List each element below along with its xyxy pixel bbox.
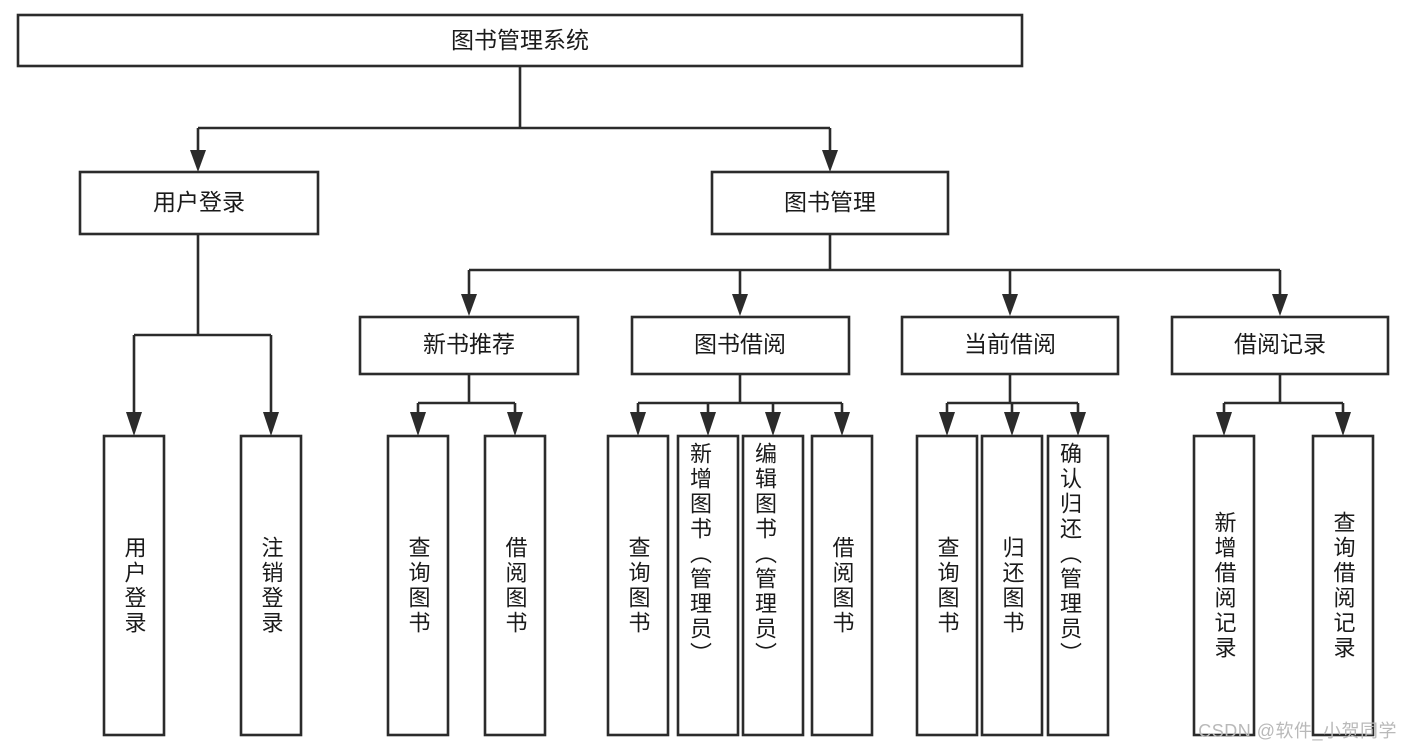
- arrowhead-newbook: [461, 294, 477, 316]
- node-book-borrow-label: 图书借阅: [694, 331, 786, 357]
- arrowhead-bookborrow-leaf4: [834, 412, 850, 436]
- arrowhead-currentborrow: [1002, 294, 1018, 316]
- node-user-login[interactable]: 用户登录: [78, 170, 320, 236]
- leaf-bookborrow-edit-box[interactable]: [741, 434, 805, 737]
- leaf-newbook-borrow-box[interactable]: [483, 434, 547, 737]
- leaf-node-bookborrow-edit[interactable]: 编辑图书（管理员）: [741, 434, 805, 737]
- arrowhead-newbook-leaf2: [507, 412, 523, 436]
- arrowhead-bookborrow-leaf1: [630, 412, 646, 436]
- arrowhead-currentborrow-leaf1: [939, 412, 955, 436]
- arrowhead-currentborrow-leaf2: [1004, 412, 1020, 436]
- leaf-node-newbook-query[interactable]: 查询图书: [386, 434, 450, 737]
- leaf-bookborrow-query-box[interactable]: [606, 434, 670, 737]
- arrowhead-leaf-logout: [263, 412, 279, 436]
- leaf-node-currentborrow-query[interactable]: 查询图书: [915, 434, 979, 737]
- node-root[interactable]: 图书管理系统: [16, 13, 1024, 68]
- leaf-bookborrow-borrow-box[interactable]: [810, 434, 874, 737]
- leaf-bookborrow-query-label: 查询图书: [626, 536, 651, 636]
- leaf-user-login-login-label: 用户登录: [122, 536, 147, 636]
- leaf-newbook-query-box[interactable]: [386, 434, 450, 737]
- arrowhead-borrowrecord-leaf2: [1335, 412, 1351, 436]
- node-root-label: 图书管理系统: [451, 27, 589, 53]
- arrowhead-bookmgmt: [822, 150, 838, 172]
- leaf-node-newbook-borrow[interactable]: 借阅图书: [483, 434, 547, 737]
- arrowhead-bookborrow: [732, 294, 748, 316]
- leaf-borrowrecord-add-label: 新增借阅记录: [1212, 511, 1237, 661]
- leaf-borrowrecord-query-box[interactable]: [1311, 434, 1375, 737]
- leaf-user-login-logout-box[interactable]: [239, 434, 303, 737]
- node-user-login-label: 用户登录: [153, 189, 245, 215]
- leaf-newbook-borrow-label: 借阅图书: [503, 536, 528, 636]
- node-new-book-recommend-box[interactable]: [358, 315, 580, 376]
- node-borrow-record-box[interactable]: [1170, 315, 1390, 376]
- leaf-currentborrow-confirm-label: 确认归还（管理员）: [1057, 442, 1082, 667]
- leaf-node-user-login-login[interactable]: 用户登录: [102, 434, 166, 737]
- node-book-management-box[interactable]: [710, 170, 950, 236]
- leaf-user-login-login-box[interactable]: [102, 434, 166, 737]
- node-book-borrow-box[interactable]: [630, 315, 851, 376]
- node-book-management-label: 图书管理: [784, 189, 876, 215]
- leaf-currentborrow-query-box[interactable]: [915, 434, 979, 737]
- leaf-node-borrowrecord-query[interactable]: 查询借阅记录: [1311, 434, 1375, 737]
- leaf-newbook-query-label: 查询图书: [406, 536, 431, 636]
- arrowhead-currentborrow-leaf3: [1070, 412, 1086, 436]
- leaf-bookborrow-edit-label: 编辑图书（管理员）: [752, 442, 777, 667]
- leaf-node-currentborrow-return[interactable]: 归还图书: [980, 434, 1044, 737]
- arrowhead-newbook-leaf1: [410, 412, 426, 436]
- leaf-currentborrow-return-box[interactable]: [980, 434, 1044, 737]
- leaf-bookborrow-add-label: 新增图书（管理员）: [687, 442, 712, 667]
- node-current-borrow[interactable]: 当前借阅: [900, 315, 1120, 376]
- node-current-borrow-box[interactable]: [900, 315, 1120, 376]
- leaf-node-bookborrow-borrow[interactable]: 借阅图书: [810, 434, 874, 737]
- leaf-bookborrow-add-box[interactable]: [676, 434, 740, 737]
- connector-group: [126, 66, 1351, 436]
- arrowhead-leaf-user-login: [126, 412, 142, 436]
- arrowhead-bookborrow-leaf3: [765, 412, 781, 436]
- leaf-node-borrowrecord-add[interactable]: 新增借阅记录: [1192, 434, 1256, 737]
- leaf-node-user-login-logout[interactable]: 注销登录: [239, 434, 303, 737]
- leaf-node-bookborrow-add[interactable]: 新增图书（管理员）: [676, 434, 740, 737]
- arrowhead-userlogin: [190, 150, 206, 172]
- arrowhead-borrowrecord-leaf1: [1216, 412, 1232, 436]
- leaf-borrowrecord-add-box[interactable]: [1192, 434, 1256, 737]
- leaf-bookborrow-borrow-label: 借阅图书: [830, 536, 855, 636]
- node-borrow-record-label: 借阅记录: [1234, 331, 1326, 357]
- leaf-currentborrow-return-label: 归还图书: [1000, 536, 1025, 636]
- leaf-currentborrow-confirm-box[interactable]: [1046, 434, 1110, 737]
- node-user-login-box[interactable]: [78, 170, 320, 236]
- node-root-box[interactable]: [16, 13, 1024, 68]
- node-book-borrow[interactable]: 图书借阅: [630, 315, 851, 376]
- leaf-node-currentborrow-confirm[interactable]: 确认归还（管理员）: [1046, 434, 1110, 737]
- leaf-user-login-logout-label: 注销登录: [259, 536, 284, 636]
- node-current-borrow-label: 当前借阅: [964, 331, 1056, 357]
- arrowhead-bookborrow-leaf2: [700, 412, 716, 436]
- node-borrow-record[interactable]: 借阅记录: [1170, 315, 1390, 376]
- leaf-node-bookborrow-query[interactable]: 查询图书: [606, 434, 670, 737]
- arrowhead-borrowrecord: [1272, 294, 1288, 316]
- leaf-borrowrecord-query-label: 查询借阅记录: [1331, 511, 1356, 661]
- node-book-management[interactable]: 图书管理: [710, 170, 950, 236]
- node-new-book-recommend[interactable]: 新书推荐: [358, 315, 580, 376]
- leaf-currentborrow-query-label: 查询图书: [935, 536, 960, 636]
- node-new-book-recommend-label: 新书推荐: [423, 331, 515, 357]
